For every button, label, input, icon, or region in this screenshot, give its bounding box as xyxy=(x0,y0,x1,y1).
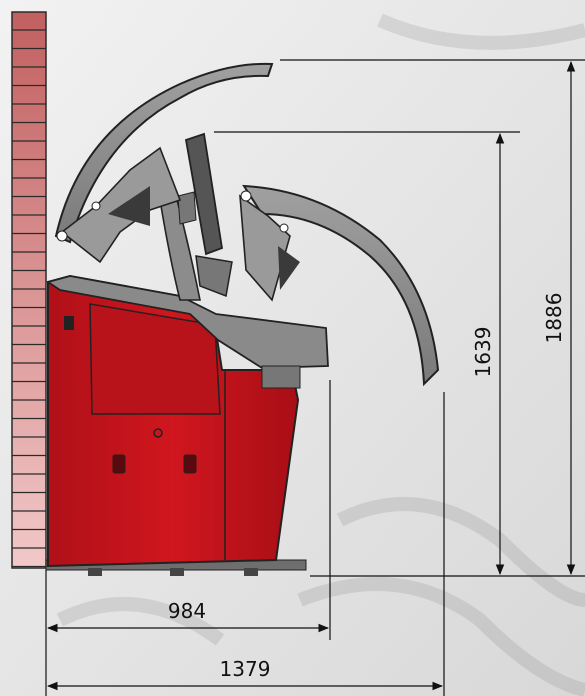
tool-tray xyxy=(45,275,329,369)
dimension-label-height-lower: 1639 xyxy=(471,327,495,378)
monitor xyxy=(184,132,224,256)
dimension-label-height-upper: 1886 xyxy=(542,293,566,344)
foot xyxy=(88,568,102,576)
holder-icon xyxy=(183,454,197,474)
screw-icon xyxy=(153,428,163,438)
dimension-label-depth-total: 1379 xyxy=(220,657,271,681)
dimension-lines xyxy=(45,59,585,696)
wheel-guard-raised xyxy=(54,62,274,264)
dimension-label-depth-machine: 984 xyxy=(168,599,206,623)
holder-icon xyxy=(112,454,126,474)
balancer-machine xyxy=(45,132,329,576)
brick-wall xyxy=(11,11,47,569)
foot xyxy=(244,568,258,576)
background-tire-pattern xyxy=(56,13,585,696)
shaft-housing xyxy=(261,365,301,389)
power-switch-icon xyxy=(64,316,74,330)
foot xyxy=(170,568,184,576)
wheel-guard-lowered xyxy=(239,184,440,387)
cabinet-front-panel xyxy=(89,303,221,415)
